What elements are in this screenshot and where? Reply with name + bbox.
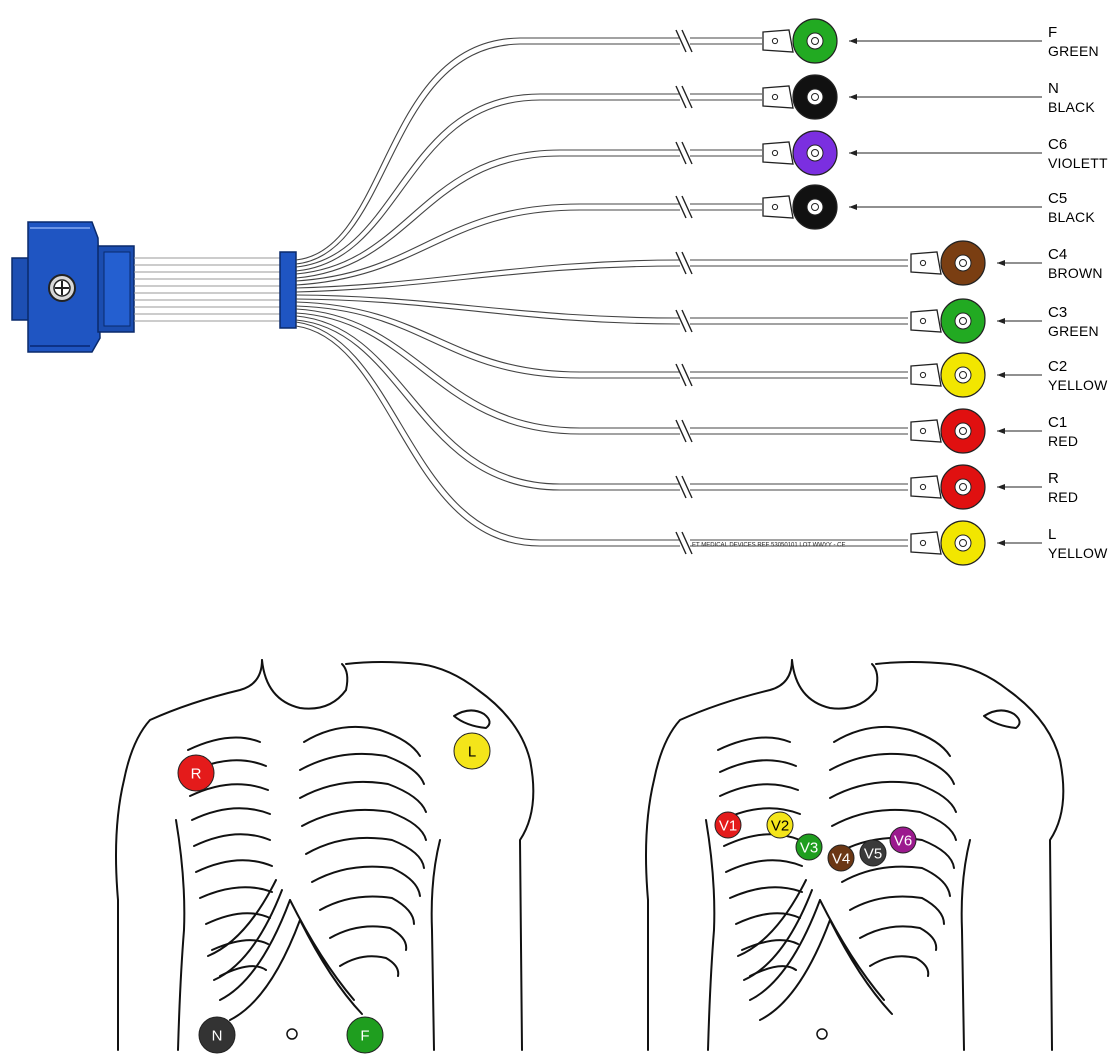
lead-code: C4 (1048, 246, 1067, 263)
lead-wire-ends (690, 38, 908, 546)
lead-color-name: BLACK (1048, 99, 1095, 115)
electrode-label: N (212, 1028, 223, 1045)
snap-r (911, 465, 985, 509)
lead-color-name: GREEN (1048, 43, 1099, 59)
lead-label-r: R RED (997, 470, 1078, 505)
electrode-r: R (178, 755, 214, 791)
cable-imprint-text: ET MEDICAL DEVICES REF 53050101 LOT WWYY… (692, 543, 846, 549)
electrode-l: L (454, 733, 490, 769)
electrode-v4: V4 (828, 845, 854, 871)
electrode-f: F (347, 1017, 383, 1053)
lead-code: L (1048, 526, 1056, 543)
lead-code: C5 (1048, 190, 1067, 207)
electrode-label: V3 (800, 840, 818, 857)
arrow-icon (849, 204, 857, 210)
electrode-v3: V3 (796, 834, 822, 860)
lead-label-l: L YELLOW (997, 526, 1108, 561)
electrode-label: V4 (832, 851, 850, 868)
snap-n (763, 75, 837, 119)
arrow-icon (997, 484, 1005, 490)
lead-snaps (763, 19, 985, 565)
electrode-v1: V1 (715, 812, 741, 838)
electrode-label: R (191, 766, 202, 783)
screw-icon (49, 275, 75, 301)
electrode-v6: V6 (890, 827, 916, 853)
lead-color-name: GREEN (1048, 323, 1099, 339)
electrode-label: V5 (864, 846, 882, 863)
snap-c2 (911, 353, 985, 397)
lead-color-name: VIOLETT (1048, 155, 1108, 171)
lead-color-name: YELLOW (1048, 545, 1108, 561)
lead-code: C6 (1048, 136, 1067, 153)
lead-wires (296, 38, 680, 546)
snap-c6 (763, 131, 837, 175)
electrode-n: N (199, 1017, 235, 1053)
cable-break-marks (676, 30, 692, 554)
lead-color-name: RED (1048, 489, 1078, 505)
cable-connector (12, 222, 296, 352)
limb-electrodes: R L N F (178, 733, 490, 1053)
lead-color-name: BROWN (1048, 265, 1103, 281)
arrow-icon (997, 428, 1005, 434)
arrow-icon (997, 260, 1005, 266)
lead-code: N (1048, 80, 1059, 97)
limb-electrode-diagram (116, 660, 533, 1050)
arrow-icon (849, 94, 857, 100)
electrode-label: L (468, 744, 476, 761)
lead-code: F (1048, 24, 1057, 41)
snap-l (911, 521, 985, 565)
arrow-icon (997, 372, 1005, 378)
snap-c4 (911, 241, 985, 285)
lead-code: C2 (1048, 358, 1067, 375)
lead-code: C3 (1048, 304, 1067, 321)
electrode-label: V2 (771, 818, 789, 835)
snap-c3 (911, 299, 985, 343)
lead-label-n: N BLACK (849, 80, 1095, 115)
electrode-v5: V5 (860, 840, 886, 866)
lead-color-name: BLACK (1048, 209, 1095, 225)
lead-code: R (1048, 470, 1059, 487)
snap-c1 (911, 409, 985, 453)
electrode-label: F (360, 1028, 369, 1045)
lead-color-name: YELLOW (1048, 377, 1108, 393)
chest-electrode-diagram (646, 660, 1063, 1050)
lead-label-f: F GREEN (849, 24, 1099, 59)
snap-f (763, 19, 837, 63)
lead-color-name: RED (1048, 433, 1078, 449)
electrode-v2: V2 (767, 812, 793, 838)
snap-c5 (763, 185, 837, 229)
arrow-icon (849, 38, 857, 44)
arrow-icon (849, 150, 857, 156)
arrow-icon (997, 318, 1005, 324)
lead-code: C1 (1048, 414, 1067, 431)
arrow-icon (997, 540, 1005, 546)
electrode-label: V6 (894, 833, 912, 850)
electrode-label: V1 (719, 818, 737, 835)
